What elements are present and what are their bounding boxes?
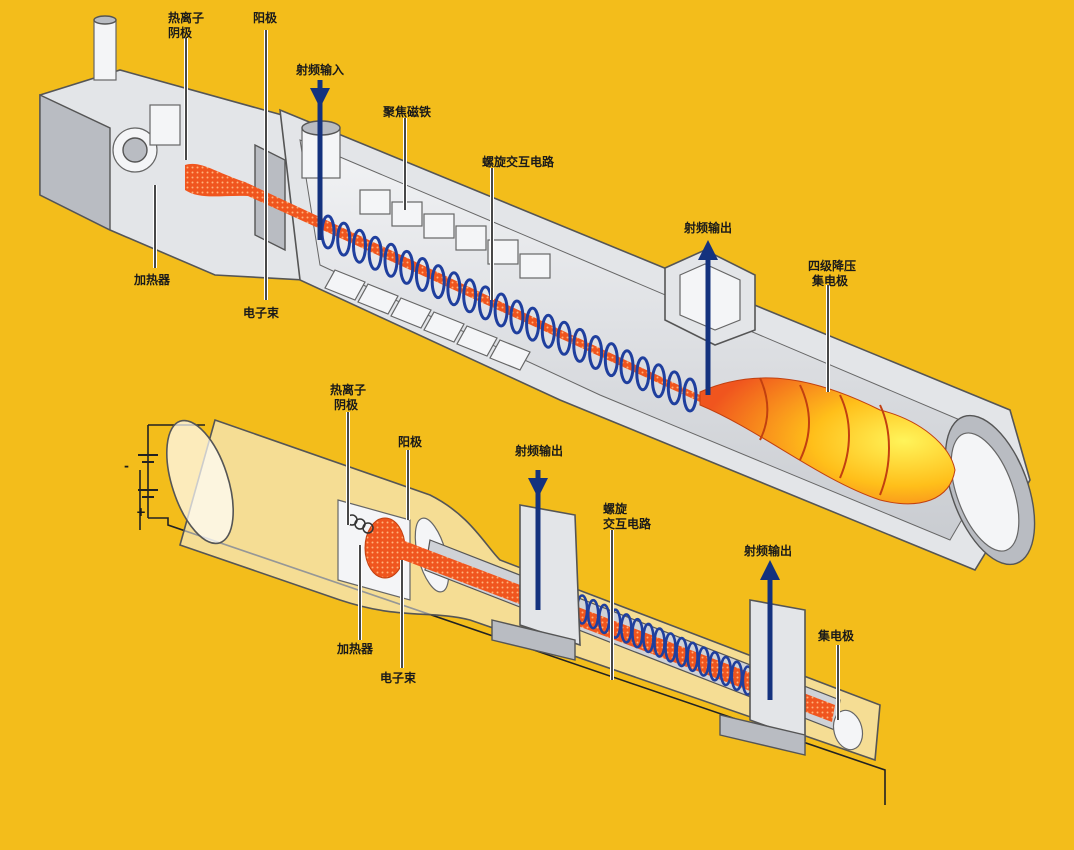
top-tube xyxy=(39,15,1036,571)
bottom-label-anode: 阳极 xyxy=(398,434,423,449)
helix-turn xyxy=(462,278,478,314)
bottom-envelope-end xyxy=(166,419,234,545)
helix-turn xyxy=(664,632,677,663)
bottom-leader-lines xyxy=(346,412,840,720)
top-label-collector-l1: 四级降压 xyxy=(808,258,856,273)
helix-turn xyxy=(477,285,493,321)
bottom-label-collector: 集电极 xyxy=(817,628,855,643)
helix-turn xyxy=(572,327,588,363)
top-label-rf-input: 射频输入 xyxy=(295,62,344,77)
helix-turn xyxy=(619,613,633,644)
helix-turn xyxy=(367,235,383,271)
top-collector-glow xyxy=(699,377,956,505)
helix-turn xyxy=(730,660,744,692)
bottom-label-rf-output: 射频输出 xyxy=(743,543,792,558)
bottom-electron-beam xyxy=(398,540,835,722)
helix-turn xyxy=(525,306,541,342)
bottom-rf-output-block xyxy=(749,599,806,742)
top-leader-lines xyxy=(153,30,830,392)
helix-turn xyxy=(682,377,698,413)
helix-turn xyxy=(509,299,525,335)
bottom-rf-in-arrow xyxy=(528,478,548,498)
helix-turn xyxy=(597,603,611,635)
bottom-label-minus: - xyxy=(124,459,129,473)
helix-turn xyxy=(540,313,556,349)
bottom-label-cathode-l1: 热离子 xyxy=(330,382,366,397)
helix-turn xyxy=(556,320,572,356)
top-focus-magnets-lower xyxy=(324,269,531,371)
helix-turn xyxy=(603,342,619,378)
bottom-label-electron-beam: 电子束 xyxy=(380,670,417,685)
top-label-rf-output: 射频输出 xyxy=(683,220,732,235)
helix-turn xyxy=(493,292,509,328)
bottom-label-rf-input: 射频输出 xyxy=(514,443,563,458)
bottom-rf-output-base xyxy=(719,714,806,756)
bottom-label-cathode-l2: 阴极 xyxy=(334,397,359,412)
helix-turn xyxy=(336,221,352,257)
top-collector-stages xyxy=(759,377,890,496)
top-rf-input-arrow xyxy=(310,88,330,108)
bottom-cathode-emitter xyxy=(364,517,406,579)
top-end-cap-inner xyxy=(950,432,1020,552)
top-helix xyxy=(320,214,698,413)
top-label-collector-l2: 集电极 xyxy=(811,273,849,288)
top-label-focus-magnet: 聚焦磁铁 xyxy=(382,104,431,119)
helix-turn xyxy=(446,271,462,307)
top-label-cathode-l1: 热离子 xyxy=(168,10,204,25)
helix-turn xyxy=(383,242,399,278)
helix-turn xyxy=(430,264,446,300)
top-chimney xyxy=(93,19,117,81)
bottom-rf-input-block xyxy=(519,504,581,647)
helix-turn xyxy=(352,228,367,264)
bottom-label-helix-l2: 交互电路 xyxy=(603,516,652,531)
top-label-helix: 螺旋交互电路 xyxy=(482,154,555,169)
helix-turn xyxy=(651,363,666,399)
helix-turn xyxy=(399,249,415,285)
bottom-battery-symbols xyxy=(138,454,158,498)
bottom-tube xyxy=(138,418,886,805)
bottom-collector xyxy=(832,709,864,751)
top-cathode-holder xyxy=(149,104,181,146)
top-label-heater: 加热器 xyxy=(133,272,171,287)
helix-turn xyxy=(666,370,682,406)
bottom-label-helix-l1: 螺旋 xyxy=(603,501,628,516)
top-rf-output-arrow xyxy=(698,240,718,260)
helix-turn xyxy=(619,349,635,385)
top-label-cathode-l2: 阴极 xyxy=(168,25,193,40)
helix-turn xyxy=(642,622,655,654)
top-label-anode: 阳极 xyxy=(253,10,278,25)
bottom-rf-out-arrow xyxy=(760,560,780,580)
top-gun-housing-side xyxy=(39,93,111,232)
helix-turn xyxy=(635,356,651,392)
top-heater-center xyxy=(122,137,148,163)
helix-turn xyxy=(686,641,699,673)
top-label-electron-beam: 电子束 xyxy=(243,305,280,320)
helix-turn xyxy=(708,650,722,682)
helix-turn xyxy=(414,257,430,292)
bottom-label-heater: 加热器 xyxy=(336,641,374,656)
bottom-label-plus: + xyxy=(136,505,146,519)
bottom-rf-input-base xyxy=(491,619,576,661)
top-chimney-cap xyxy=(93,15,117,25)
helix-turn xyxy=(588,335,604,370)
